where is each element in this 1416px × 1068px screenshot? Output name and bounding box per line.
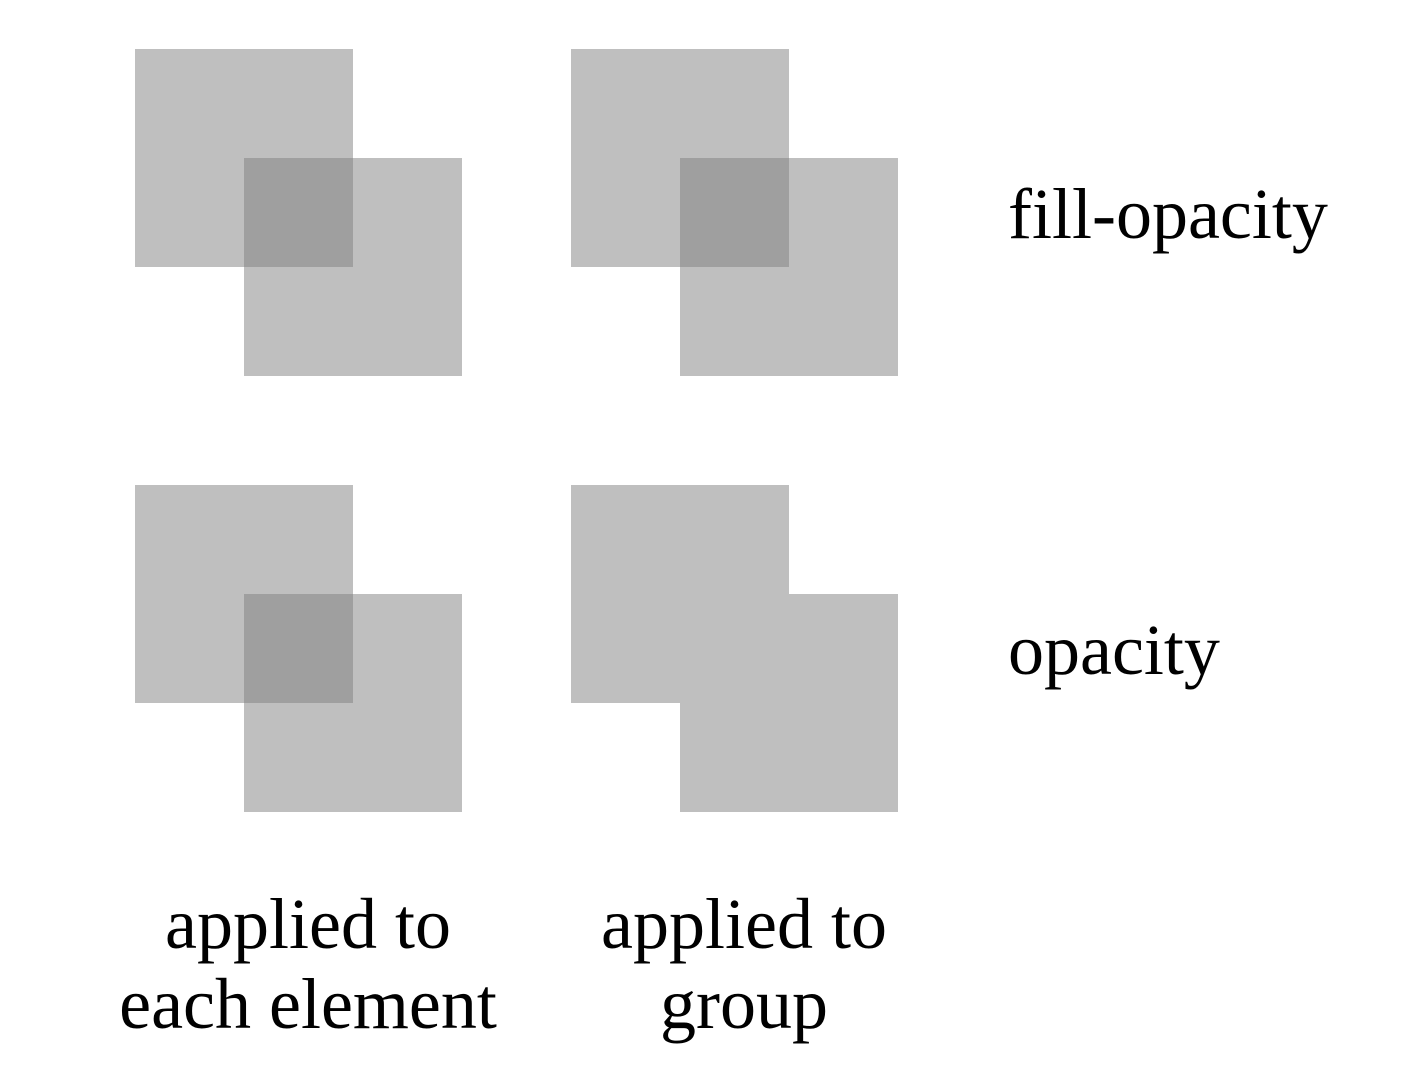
opacity-group-pair [571,485,898,812]
square-front [680,158,898,376]
square-front [244,594,462,812]
opacity-each-element-pair [135,485,462,812]
square-front [680,594,898,812]
square-front [244,158,462,376]
fill-opacity-each-element-pair [135,49,462,376]
row-label-opacity: opacity [1008,610,1220,690]
row-label-fill-opacity: fill-opacity [1008,174,1328,254]
column-label-group-line1: applied to [601,884,887,964]
column-label-group-line2: group [660,964,828,1044]
fill-opacity-group-pair [571,49,898,376]
column-label-each-element-line2: each element [119,964,497,1044]
column-label-each-element-line1: applied to [165,884,451,964]
